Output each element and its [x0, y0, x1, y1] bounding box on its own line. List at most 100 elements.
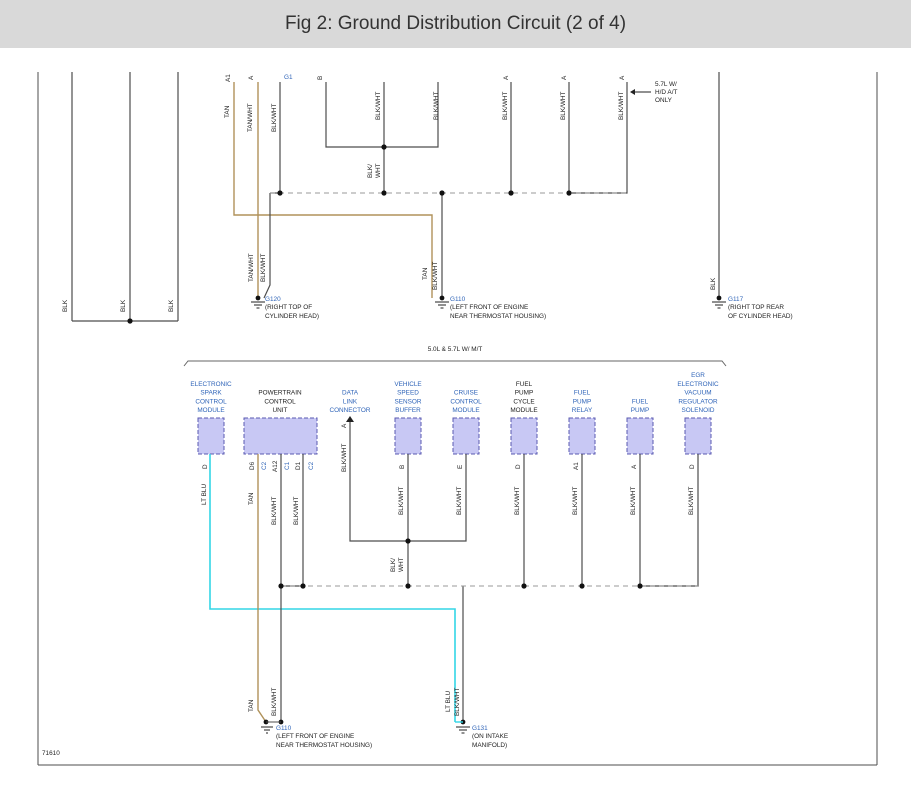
wire-label: BLK/WHT — [271, 687, 278, 716]
component-label-fpcm: PUMP — [515, 390, 533, 397]
ground-g110-bottom: G110 (LEFT FRONT OF ENGINE NEAR THERMOST… — [261, 719, 372, 749]
svg-text:G110: G110 — [276, 725, 292, 732]
wire-label: BLK/WHT — [560, 91, 567, 120]
tan-wire — [233, 82, 433, 298]
wire-label: BLK/WHT — [454, 687, 461, 716]
wire-label: BLK/ — [367, 164, 374, 178]
component-label-ccm: CRUISE — [454, 390, 478, 397]
tan-wire-bottom — [257, 454, 267, 723]
pin-label: A1 — [225, 74, 232, 82]
top-blkwht-wires — [263, 72, 720, 299]
wire-label: BLK/WHT — [688, 486, 695, 515]
wire-label: BLK/WHT — [271, 496, 278, 525]
pin-label: A — [341, 423, 348, 428]
component-label-vss: BUFFER — [395, 407, 421, 414]
wire-label: BLK/WHT — [432, 261, 439, 290]
svg-text:(LEFT FRONT OF ENGINE: (LEFT FRONT OF ENGINE — [276, 733, 354, 740]
component-label-fpr: FUEL — [574, 390, 591, 397]
component-label-fp: FUEL — [632, 398, 649, 405]
svg-text:(LEFT FRONT OF ENGINE: (LEFT FRONT OF ENGINE — [450, 304, 528, 311]
bottom-blkwht-wires — [280, 422, 699, 722]
ground-distribution-diagram: 71610 BLK BLK BLK A1 A G1 B A A A — [37, 72, 878, 766]
wire-label: WHT — [398, 557, 405, 572]
pin-label: E — [457, 465, 464, 469]
pcm-box — [243, 417, 318, 455]
component-label-esc: MODULE — [197, 407, 224, 414]
wire-label: BLK — [120, 299, 127, 312]
wire-label: BLK/WHT — [572, 486, 579, 515]
component-label-fpcm: CYCLE — [513, 398, 534, 405]
wire-label: TAN — [224, 105, 231, 118]
wire-label: BLK/WHT — [293, 496, 300, 525]
wire-label: BLK/WHT — [398, 486, 405, 515]
component-label-pcm: POWERTRAIN — [258, 390, 302, 397]
figure-number: 71610 — [42, 750, 60, 757]
figure-title: Fig 2: Ground Distribution Circuit (2 of… — [284, 13, 627, 34]
pin-label: G1 — [284, 74, 293, 81]
component-label-ccm: CONTROL — [450, 398, 482, 405]
component-label-dlc: DATA — [342, 390, 359, 397]
wire-label: LT BLU — [201, 484, 208, 505]
wire-label: BLK — [62, 299, 69, 312]
wire-label: BLK/ — [390, 558, 397, 572]
svg-text:G120: G120 — [265, 296, 281, 303]
wire-label: BLK — [168, 299, 175, 312]
svg-text:OF CYLINDER HEAD): OF CYLINDER HEAD) — [728, 313, 793, 320]
bottom-splices — [278, 538, 643, 589]
svg-text:NEAR THERMOSTAT HOUSING): NEAR THERMOSTAT HOUSING) — [276, 742, 372, 749]
component-label-ccm: MODULE — [452, 407, 479, 414]
lt-blu-wire — [209, 454, 456, 722]
svg-text:G110: G110 — [450, 296, 466, 303]
pin-label: C2 — [261, 461, 268, 470]
component-label-egr: ELECTRONIC — [677, 381, 719, 388]
svg-text:MANIFOLD): MANIFOLD) — [472, 742, 507, 749]
component-label-vss: SPEED — [397, 390, 419, 397]
egr-solenoid-box — [684, 417, 712, 455]
component-label-egr: VACUUM — [684, 390, 711, 397]
component-label-esc: SPARK — [200, 390, 222, 397]
wire-label: BLK/WHT — [630, 486, 637, 515]
component-label-dlc: LINK — [343, 398, 358, 405]
wire-label: TAN/WHT — [248, 253, 255, 282]
svg-text:(RIGHT TOP REAR: (RIGHT TOP REAR — [728, 304, 784, 311]
pin-label: D — [515, 464, 522, 469]
engine-label: 5.0L & 5.7L W/ M/T — [428, 346, 483, 353]
pin-label: D6 — [249, 461, 256, 470]
component-label-fpcm: MODULE — [510, 407, 537, 414]
ground-g131: G131 (ON INTAKE MANIFOLD) — [455, 719, 508, 749]
svg-text:G131: G131 — [472, 725, 488, 732]
component-label-esc: ELECTRONIC — [190, 381, 232, 388]
pin-label: D — [202, 464, 209, 469]
component-label-fpr: RELAY — [572, 407, 593, 414]
cruise-module-box — [452, 417, 480, 455]
wire-label: BLK/WHT — [514, 486, 521, 515]
wire-label: LT BLU — [445, 691, 452, 712]
component-label-egr: SOLENOID — [681, 407, 714, 414]
top-left-blk-wires — [71, 72, 179, 322]
wire-label: BLK/WHT — [341, 443, 348, 472]
ground-g120: G120 (RIGHT TOP OF CYLINDER HEAD) — [251, 295, 319, 320]
pin-label: A — [248, 75, 255, 80]
svg-text:5.7L W/: 5.7L W/ — [655, 81, 677, 88]
wire-label: BLK — [710, 277, 717, 290]
component-label-fpr: PUMP — [573, 398, 591, 405]
component-label-esc: CONTROL — [195, 398, 227, 405]
wire-label: BLK/WHT — [375, 91, 382, 120]
fuel-pump-box — [626, 417, 654, 455]
pin-label: A — [561, 75, 568, 80]
pin-label: D1 — [295, 461, 302, 470]
svg-text:ONLY: ONLY — [655, 97, 673, 104]
fuel-pump-cycle-box — [510, 417, 538, 455]
svg-text:G117: G117 — [728, 296, 744, 303]
component-label-fp: PUMP — [631, 407, 649, 414]
note-5-7l: 5.7L W/ H/D A/T ONLY — [630, 81, 677, 104]
figure-header: Fig 2: Ground Distribution Circuit (2 of… — [0, 0, 911, 48]
component-label-egr: REGULATOR — [678, 398, 718, 405]
wire-label: TAN/WHT — [247, 103, 254, 132]
pin-label: A — [631, 464, 638, 469]
wire-label: TAN — [248, 699, 255, 712]
esc-module-box — [197, 417, 225, 455]
vss-buffer-box — [394, 417, 422, 455]
pin-label: C1 — [284, 461, 291, 470]
component-label-dlc: CONNECTOR — [329, 407, 370, 414]
